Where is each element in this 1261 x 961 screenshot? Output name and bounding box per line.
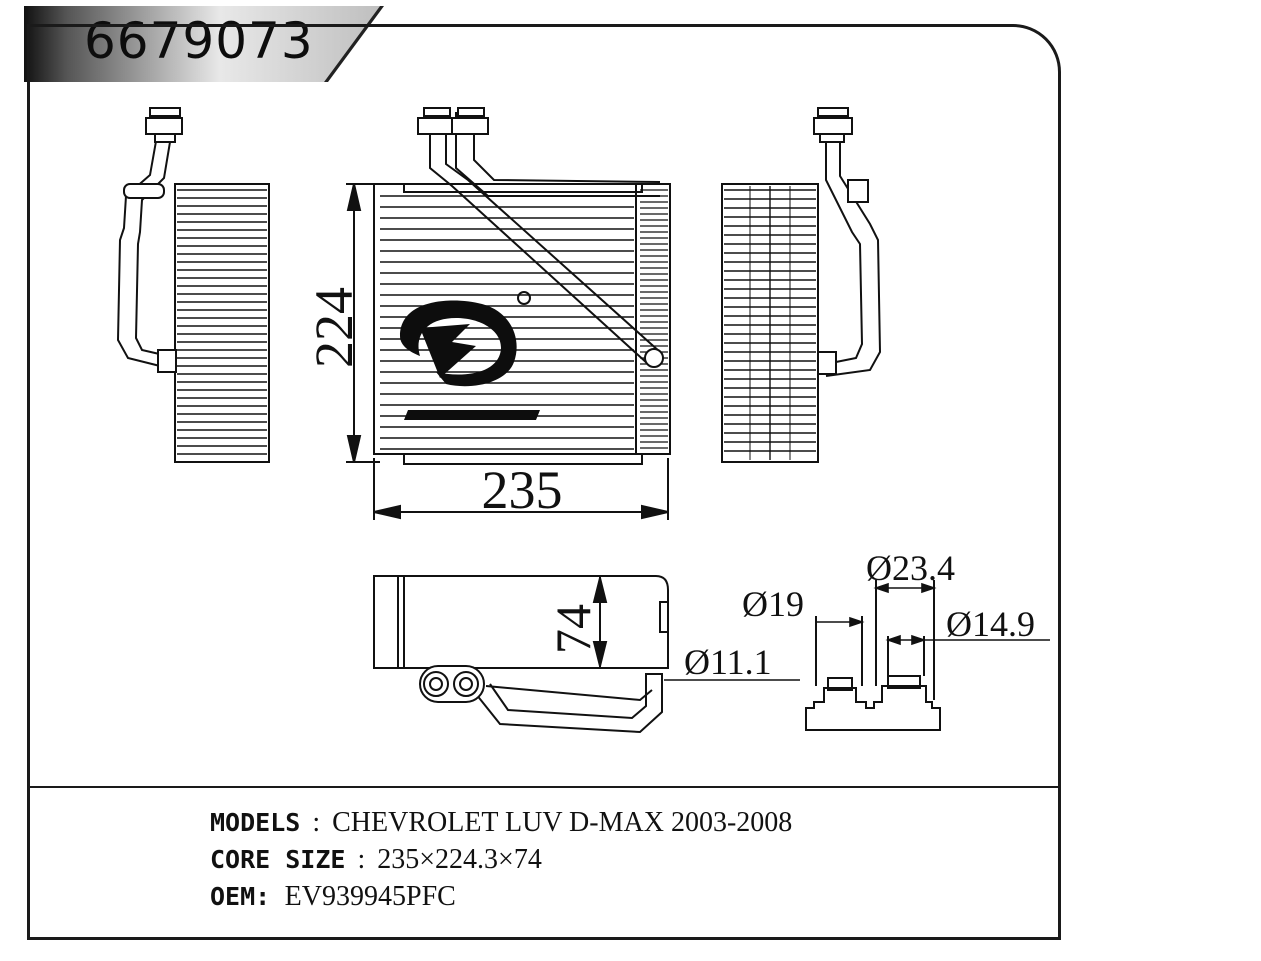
width-label: 235 [482,460,563,520]
models-row: MODELS: CHEVROLET LUV D-MAX 2003-2008 [210,804,792,841]
core-size-row: CORE SIZE:235×224.3×74 [210,841,792,878]
models-label: MODELS [210,808,301,837]
front-view [373,107,671,465]
models-separator: : [312,807,321,838]
core-size-value: 235×224.3×74 [377,844,542,875]
spec-block: MODELS: CHEVROLET LUV D-MAX 2003-2008 COR… [210,804,792,915]
left-side-view [116,107,270,463]
core-size-separator: : [357,844,366,875]
oem-value: EV939945PFC [284,881,456,912]
right-side-view [721,107,882,463]
depth-label: 74 [545,604,601,654]
height-label: 224 [304,287,364,368]
dia-inlet-inner-label: Ø11.1 [684,642,772,682]
technical-drawing: 224 235 [116,107,1050,734]
dimension-width [373,458,669,520]
oem-label: OEM: [210,882,271,911]
models-value: CHEVROLET LUV D-MAX 2003-2008 [332,807,793,838]
brand-logo [400,300,540,420]
drawing-frame [27,24,1061,940]
dia-outlet-label: Ø23.4 [866,548,955,588]
core-size-label: CORE SIZE [210,845,346,874]
dia-outlet-inner-label: Ø14.9 [946,604,1035,644]
frame-divider [27,786,1061,788]
fitting-detail [805,580,941,731]
dimension-depth [592,577,608,667]
part-number: 6679073 [84,12,314,70]
oem-row: OEM: EV939945PFC [210,878,792,915]
bottom-view [373,575,669,734]
dia-inlet-outer-label: Ø19 [742,584,804,624]
dimension-height [346,183,380,463]
